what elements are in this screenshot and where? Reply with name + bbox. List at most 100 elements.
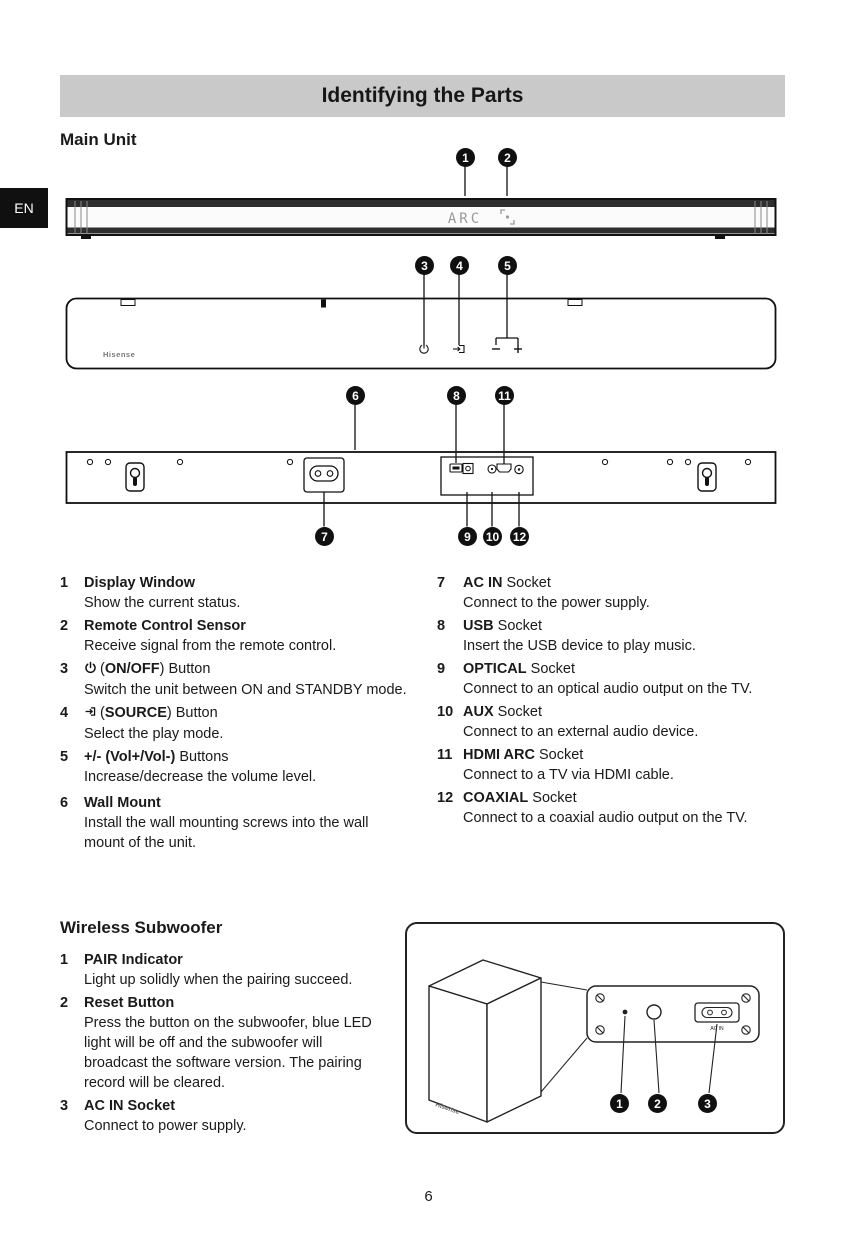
- part-number: 11: [437, 747, 453, 763]
- part-title: OPTICAL Socket: [463, 661, 575, 677]
- soundbar-top-diagram: Hisense: [65, 297, 777, 370]
- part-item-on-off: 3 (ON/OFF) Button Switch the unit betwee…: [60, 659, 435, 700]
- callout-8: 8: [447, 386, 466, 405]
- part-item-pair-indicator: 1 PAIR Indicator Light up solidly when t…: [60, 950, 408, 990]
- callout-1: 1: [456, 148, 475, 167]
- part-number: 4: [60, 705, 69, 721]
- subwoofer-parts-list: 1 PAIR Indicator Light up solidly when t…: [60, 950, 408, 1139]
- panel-screws: [595, 993, 751, 1035]
- part-desc: Increase/decrease the volume level.: [84, 769, 317, 785]
- part-number: 10: [437, 704, 454, 720]
- callout-7: 7: [315, 527, 334, 546]
- grille-top-band: [67, 200, 775, 207]
- part-desc: Connect to a TV via HDMI cable.: [463, 767, 674, 783]
- part-item-hdmi-arc: 11 HDMI ARC Socket Connect to a TV via H…: [437, 745, 799, 785]
- foot-left: [81, 235, 91, 239]
- wall-mount-keyhole-right: [697, 462, 717, 492]
- part-title: PAIR Indicator: [84, 952, 183, 968]
- part-item-source: 4 (SOURCE) Button Select the play mode.: [60, 703, 435, 744]
- callout-9: 9: [458, 527, 477, 546]
- power-icon: [84, 660, 97, 680]
- zoom-line-top: [540, 981, 588, 991]
- top-marker: [321, 299, 326, 308]
- part-number: 12: [437, 790, 454, 806]
- part-desc: Show the current status.: [84, 595, 241, 611]
- callout-4: 4: [450, 256, 469, 275]
- part-item-optical: 9 OPTICAL Socket Connect to an optical a…: [437, 659, 799, 699]
- subwoofer-callout-lines: [620, 1015, 718, 1094]
- part-title: Wall Mount: [84, 795, 161, 811]
- part-item-display-window: 1 Display Window Show the current status…: [60, 573, 435, 613]
- part-desc: Install the wall mounting screws into th…: [84, 815, 369, 851]
- foot-right: [715, 235, 725, 239]
- subwoofer-rear-panel: AC IN: [586, 985, 760, 1043]
- callout-5: 5: [498, 256, 517, 275]
- end-cap-left: [74, 201, 88, 234]
- end-cap-right: [754, 201, 768, 234]
- sub-callout-3: 3: [698, 1094, 717, 1113]
- grille-bottom-band: [67, 227, 775, 234]
- mount-tab-right: [567, 299, 583, 306]
- part-number: 6: [60, 795, 69, 811]
- screw-holes: [86, 458, 752, 466]
- part-title: USB Socket: [463, 618, 542, 634]
- part-title: COAXIAL Socket: [463, 790, 577, 806]
- wall-mount-keyhole-left: [125, 462, 145, 492]
- part-desc: Connect to the power supply.: [463, 595, 650, 611]
- ac-in-label: AC IN: [710, 1026, 724, 1032]
- part-desc: Connect to a coaxial audio output on the…: [463, 810, 748, 826]
- callout-2: 2: [498, 148, 517, 167]
- part-desc: Select the play mode.: [84, 726, 224, 742]
- part-number: 2: [60, 618, 69, 634]
- part-item-usb: 8 USB Socket Insert the USB device to pl…: [437, 616, 799, 656]
- remote-sensor-icon: [500, 209, 515, 225]
- sub-callout-1: 1: [610, 1094, 629, 1113]
- display-window-text: ARC: [448, 211, 482, 227]
- part-number: 3: [60, 1098, 69, 1114]
- reset-button: [646, 1004, 662, 1020]
- subwoofer-figure: Hisense AC IN: [405, 922, 785, 1134]
- part-number: 5: [60, 749, 69, 765]
- part-item-ac-in: 7 AC IN Socket Connect to the power supp…: [437, 573, 799, 613]
- part-title: Reset Button: [84, 995, 175, 1011]
- callout-11: 11: [495, 386, 514, 405]
- part-item-sub-ac-in: 3 AC IN Socket Connect to power supply.: [60, 1096, 408, 1136]
- part-desc: Receive signal from the remote control.: [84, 638, 337, 654]
- pair-indicator-led: [622, 1009, 628, 1015]
- part-title: (ON/OFF) Button: [84, 659, 435, 680]
- part-item-coaxial: 12 COAXIAL Socket Connect to a coaxial a…: [437, 788, 799, 828]
- part-title: +/- (Vol+/Vol-) Buttons: [84, 749, 229, 765]
- language-tab: EN: [0, 188, 48, 228]
- vol-plus-button-icon: [514, 345, 522, 353]
- part-title: AC IN Socket: [463, 575, 551, 591]
- page-title: Identifying the Parts: [60, 75, 785, 117]
- part-number: 8: [437, 618, 446, 634]
- part-desc: Connect to power supply.: [84, 1118, 247, 1134]
- part-number: 3: [60, 661, 69, 677]
- port-panel: [440, 456, 534, 496]
- soundbar-back-diagram: [65, 451, 777, 504]
- page-number: 6: [424, 1188, 433, 1205]
- source-icon: [84, 704, 97, 724]
- hdmi-arc-port: [496, 463, 512, 473]
- source-button-icon: [453, 344, 465, 354]
- part-title: Display Window: [84, 575, 196, 591]
- part-number: 1: [60, 952, 69, 968]
- part-item-reset-button: 2 Reset Button Press the button on the s…: [60, 993, 408, 1093]
- zoom-line-bottom: [540, 1037, 588, 1093]
- part-title: (SOURCE) Button: [84, 703, 435, 724]
- subwoofer-diagram: Hisense AC IN: [428, 959, 760, 1123]
- callout-6: 6: [346, 386, 365, 405]
- usb-port: [449, 463, 463, 473]
- part-title: Remote Control Sensor: [84, 618, 246, 634]
- part-number: 7: [437, 575, 446, 591]
- soundbar-front-diagram: ARC: [65, 198, 777, 239]
- parts-list-right: 7 AC IN Socket Connect to the power supp…: [437, 573, 799, 831]
- sub-callout-2: 2: [648, 1094, 667, 1113]
- part-desc: Insert the USB device to play music.: [463, 638, 696, 654]
- callout-3: 3: [415, 256, 434, 275]
- aux-port: [487, 464, 497, 474]
- part-title: AUX Socket: [463, 704, 542, 720]
- part-desc: Connect to an optical audio output on th…: [463, 681, 753, 697]
- main-unit-heading: Main Unit: [60, 130, 137, 149]
